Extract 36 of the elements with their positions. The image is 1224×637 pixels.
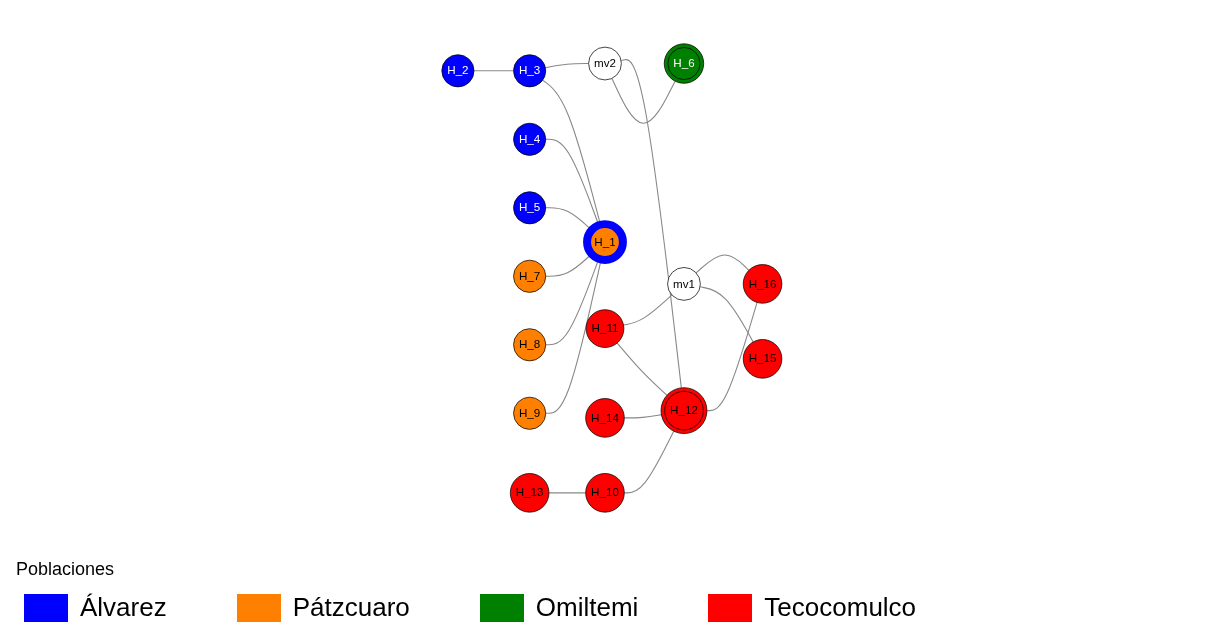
connector (699, 285, 754, 342)
connector (706, 301, 758, 411)
node-circle: H_8 (513, 327, 547, 361)
node-circle: H_12 (660, 386, 708, 434)
node-circle: H_4 (513, 122, 547, 156)
node-circle: H_10 (585, 472, 625, 513)
node-circle: H_11 (585, 308, 625, 348)
node-circle: H_3 (513, 53, 547, 87)
connector (545, 62, 590, 68)
connector (545, 254, 592, 277)
node-circle: H_2 (441, 53, 475, 87)
connector (623, 413, 663, 418)
node-circle: mv1 (667, 266, 701, 301)
legend-label: Pátzcuaro (292, 592, 410, 623)
connector (473, 69, 515, 71)
connector (548, 491, 587, 493)
connector (616, 342, 668, 396)
node-circle: H_13 (510, 472, 550, 513)
node-circle: H_15 (743, 338, 783, 379)
node-circle: H_5 (513, 190, 547, 224)
connector (611, 77, 676, 124)
legend-label: Tecocomulco (764, 592, 917, 623)
connector (545, 260, 602, 414)
connector (623, 430, 675, 493)
connector (695, 253, 750, 273)
legend-label: Álvarez (80, 592, 167, 623)
node-circle: H_7 (513, 259, 547, 293)
connector (542, 79, 601, 223)
legend-heading: Poblaciones (16, 559, 116, 580)
node-circle: H_9 (513, 396, 547, 430)
connector (623, 293, 673, 326)
node-circle: H_14 (585, 397, 625, 438)
node-circle: H_16 (743, 263, 783, 304)
connector (620, 58, 683, 388)
node-circle: mv2 (588, 46, 622, 80)
legend-label: Omiltemi (535, 592, 639, 623)
